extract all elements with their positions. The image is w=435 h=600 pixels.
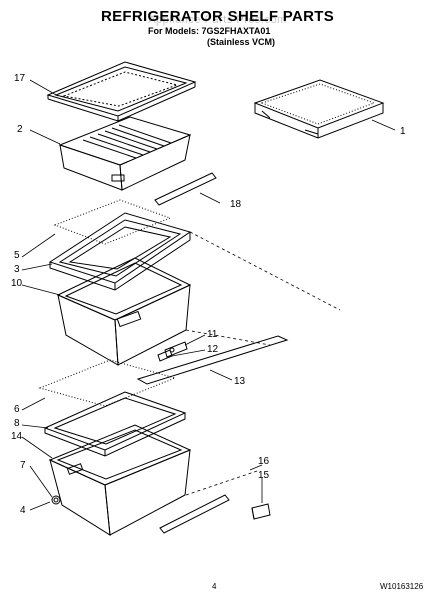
part-15-16-bracket bbox=[251, 503, 271, 520]
callout-2: 2 bbox=[17, 124, 23, 135]
part-5-glass-insert bbox=[53, 199, 172, 245]
part-2-crisper-drawer bbox=[58, 116, 192, 191]
part-11-12-clips bbox=[157, 341, 188, 362]
watermark: Appliance Parts Pros.com bbox=[148, 14, 287, 26]
lower-rail bbox=[159, 494, 230, 534]
part-6-glass-insert bbox=[38, 359, 177, 407]
callout-14: 14 bbox=[11, 431, 23, 442]
callout-4: 4 bbox=[20, 505, 26, 516]
part-8-shelf-frame bbox=[43, 391, 187, 457]
part-7-4-knob bbox=[51, 495, 61, 505]
callout-11: 11 bbox=[207, 329, 218, 340]
callout-1: 1 bbox=[400, 126, 406, 137]
callout-7: 7 bbox=[20, 460, 26, 471]
part-3-shelf-frame bbox=[48, 212, 192, 291]
part-1-glass-shelf bbox=[253, 79, 385, 139]
callout-17: 17 bbox=[14, 73, 26, 84]
part-17-shelf-frame bbox=[46, 61, 197, 122]
document-number: W10163126 bbox=[380, 582, 424, 591]
callout-8: 8 bbox=[14, 418, 20, 429]
callout-18: 18 bbox=[230, 199, 242, 210]
color-line: (Stainless VCM) bbox=[207, 37, 276, 47]
part-13-rail bbox=[136, 335, 289, 385]
callout-16: 16 bbox=[258, 456, 270, 467]
models-line: For Models: 7GS2FHAXTA01 bbox=[148, 26, 271, 36]
part-18-rail bbox=[154, 172, 217, 206]
callout-12: 12 bbox=[207, 344, 219, 355]
callout-3: 3 bbox=[14, 264, 20, 275]
callout-5: 5 bbox=[14, 250, 20, 261]
part-14-drawer bbox=[48, 424, 192, 536]
callout-10: 10 bbox=[11, 278, 23, 289]
callout-6: 6 bbox=[14, 404, 20, 415]
callout-13: 13 bbox=[234, 376, 246, 387]
page-number: 4 bbox=[212, 582, 217, 591]
page-title: REFRIGERATOR SHELF PARTS bbox=[100, 8, 335, 25]
callout-15: 15 bbox=[258, 470, 270, 481]
